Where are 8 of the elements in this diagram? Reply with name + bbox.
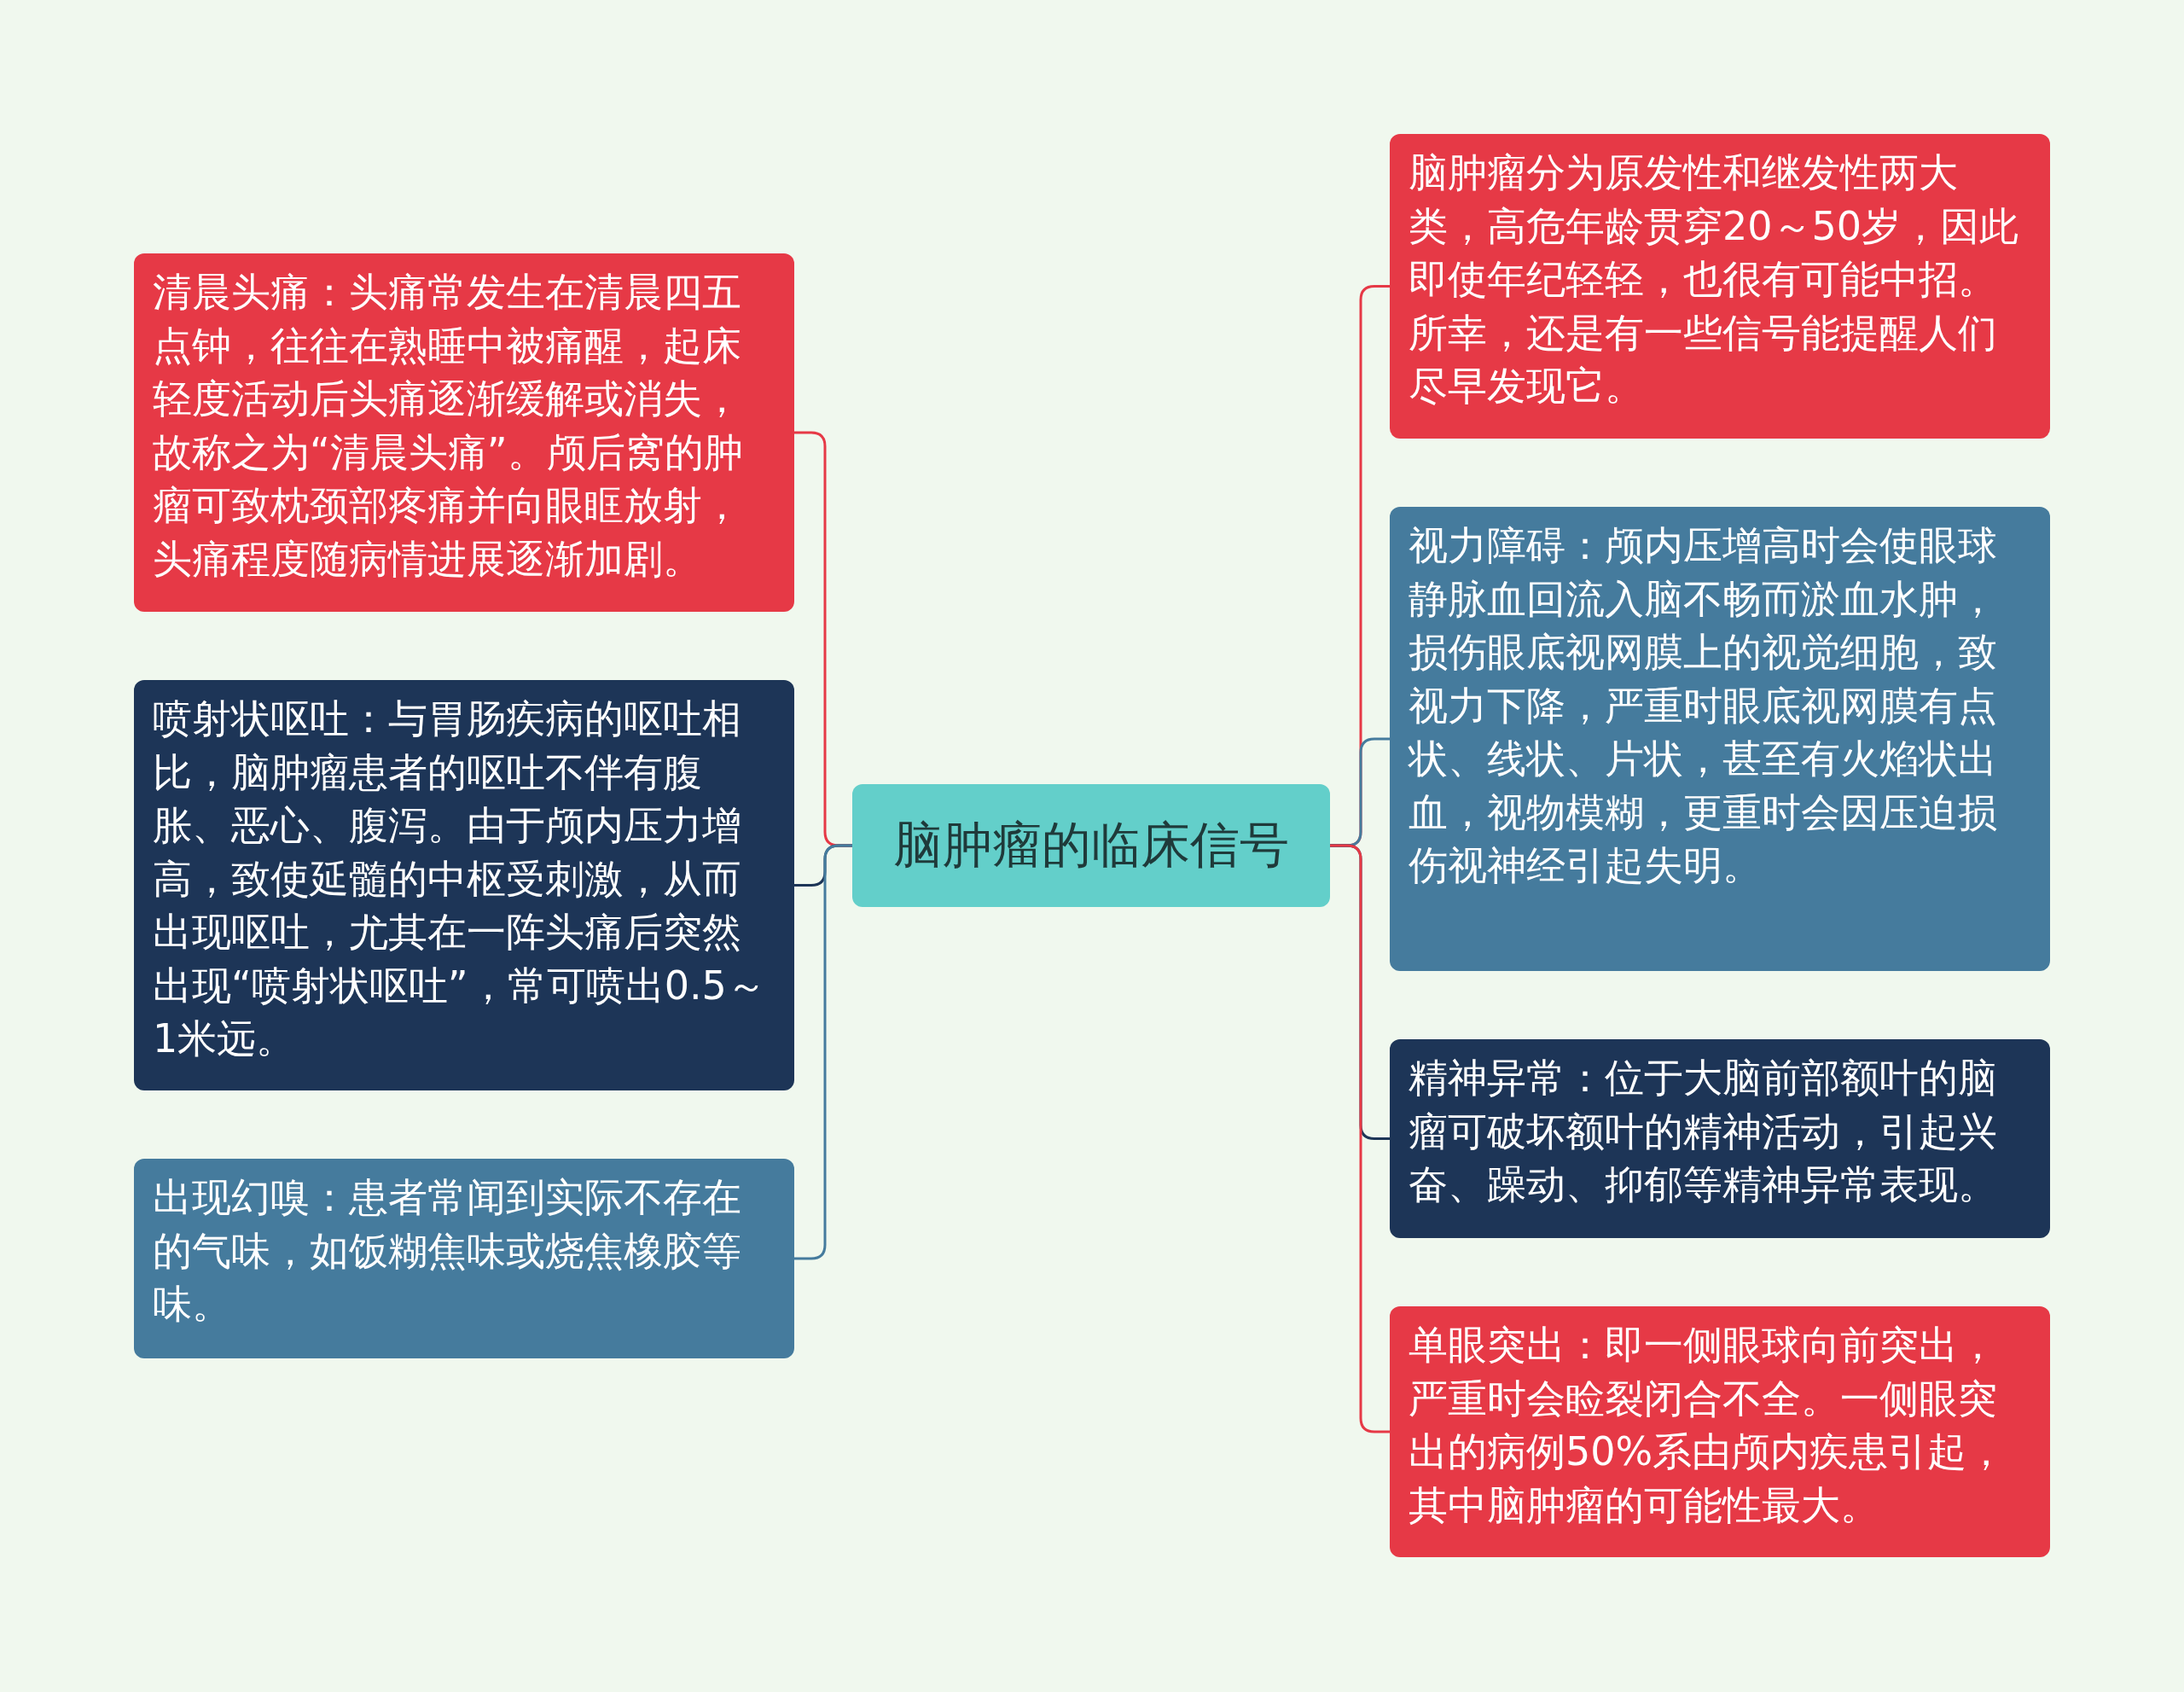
note-box: 清晨头痛：头痛常发生在清晨四五点钟，往往在熟睡中被痛醒，起床轻度活动后头痛逐渐缓解或消失，故称之为“清晨头痛”。颅后窝的肿瘤可致枕颈部疼痛并向眼眶放射，头痛程度随病情进展逐渐加剧。 bbox=[134, 253, 794, 612]
note-box: 出现幻嗅：患者常闻到实际不存在的气味，如饭糊焦味或烧焦橡胶等味。 bbox=[134, 1159, 794, 1358]
topic-box: 脑肿瘤的临床信号 bbox=[852, 784, 1330, 907]
note-box: 精神异常：位于大脑前部额叶的脑瘤可破坏额叶的精神活动，引起兴奋、躁动、抑郁等精神异常表现。 bbox=[1390, 1039, 2050, 1238]
note-box: 单眼突出：即一侧眼球向前突出，严重时会睑裂闭合不全。一侧眼突出的病例50%系由颅内疾患引起，其中脑肿瘤的可能性最大。 bbox=[1390, 1306, 2050, 1557]
note-box: 喷射状呕吐：与胃肠疾病的呕吐相比，脑肿瘤患者的呕吐不伴有腹胀、恶心、腹泻。由于颅内压力增高，致使延髓的中枢受刺激，从而出现呕吐，尤其在一阵头痛后突然出现“喷射状呕吐”，常可喷出0.5～1米远。 bbox=[134, 680, 794, 1090]
note-box: 视力障碍：颅内压增高时会使眼球静脉血回流入脑不畅而淤血水肿，损伤眼底视网膜上的视觉细胞，致视力下降，严重时眼底视网膜有点状、线状、片状，甚至有火焰状出血，视物模糊，更重时会因压迫损伤视神经引起失明。 bbox=[1390, 507, 2050, 971]
note-box: 脑肿瘤分为原发性和继发性两大类，高危年龄贯穿20～50岁，因此即使年纪轻轻，也很有可能中招。所幸，还是有一些信号能提醒人们尽早发现它。 bbox=[1390, 134, 2050, 439]
